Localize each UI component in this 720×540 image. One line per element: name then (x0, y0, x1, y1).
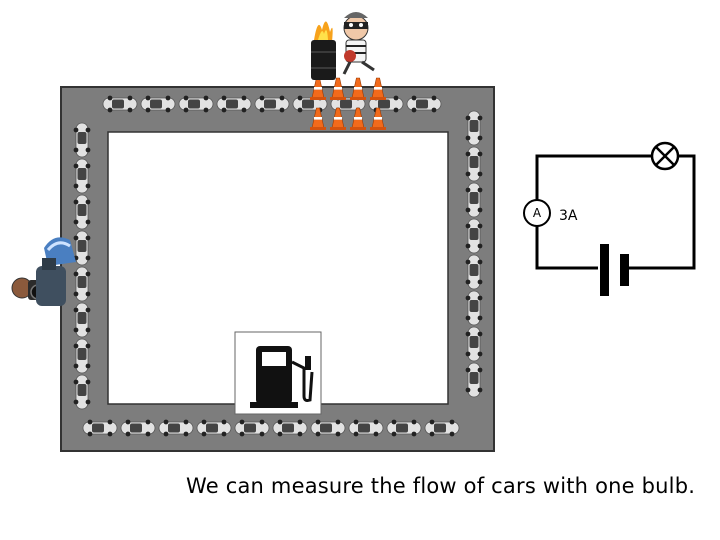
car-icon (465, 290, 483, 326)
car-icon (73, 374, 91, 410)
ammeter-symbol: A (533, 206, 542, 220)
car-icon (254, 95, 290, 113)
car-icon (120, 419, 156, 437)
photographer-icon (11, 237, 76, 306)
car-icon (465, 326, 483, 362)
car-icon (465, 362, 483, 398)
fuel-pump-icon (234, 331, 322, 415)
car-icon (73, 302, 91, 338)
burning-barrel-icon (311, 21, 336, 80)
battery-icon (600, 244, 629, 296)
lamp-icon (650, 141, 680, 171)
car-icon (73, 266, 91, 302)
car-icon (73, 158, 91, 194)
car-icon (82, 419, 118, 437)
car-icon (465, 110, 483, 146)
car-icon (196, 419, 232, 437)
car-icon (272, 419, 308, 437)
car-icon (102, 95, 138, 113)
car-icon (310, 419, 346, 437)
car-icon (73, 230, 91, 266)
ammeter-reading: 3A (559, 208, 578, 224)
robber-icon (342, 12, 375, 75)
car-icon (140, 95, 176, 113)
car-icon (465, 146, 483, 182)
car-icon (465, 218, 483, 254)
car-icon (348, 419, 384, 437)
car-icon (406, 95, 442, 113)
circuit-wire (535, 154, 696, 270)
car-icon (73, 338, 91, 374)
car-icon (386, 419, 422, 437)
ammeter-icon: A (523, 199, 551, 227)
car-icon (216, 95, 252, 113)
car-icon (73, 122, 91, 158)
car-icon (234, 419, 270, 437)
car-icon (465, 182, 483, 218)
circuit-diagram: A 3A (523, 141, 696, 296)
car-icon (424, 419, 460, 437)
car-icon (178, 95, 214, 113)
car-icon (465, 254, 483, 290)
car-icon (73, 194, 91, 230)
caption-text: We can measure the flow of cars with one… (186, 474, 696, 498)
car-icon (158, 419, 194, 437)
